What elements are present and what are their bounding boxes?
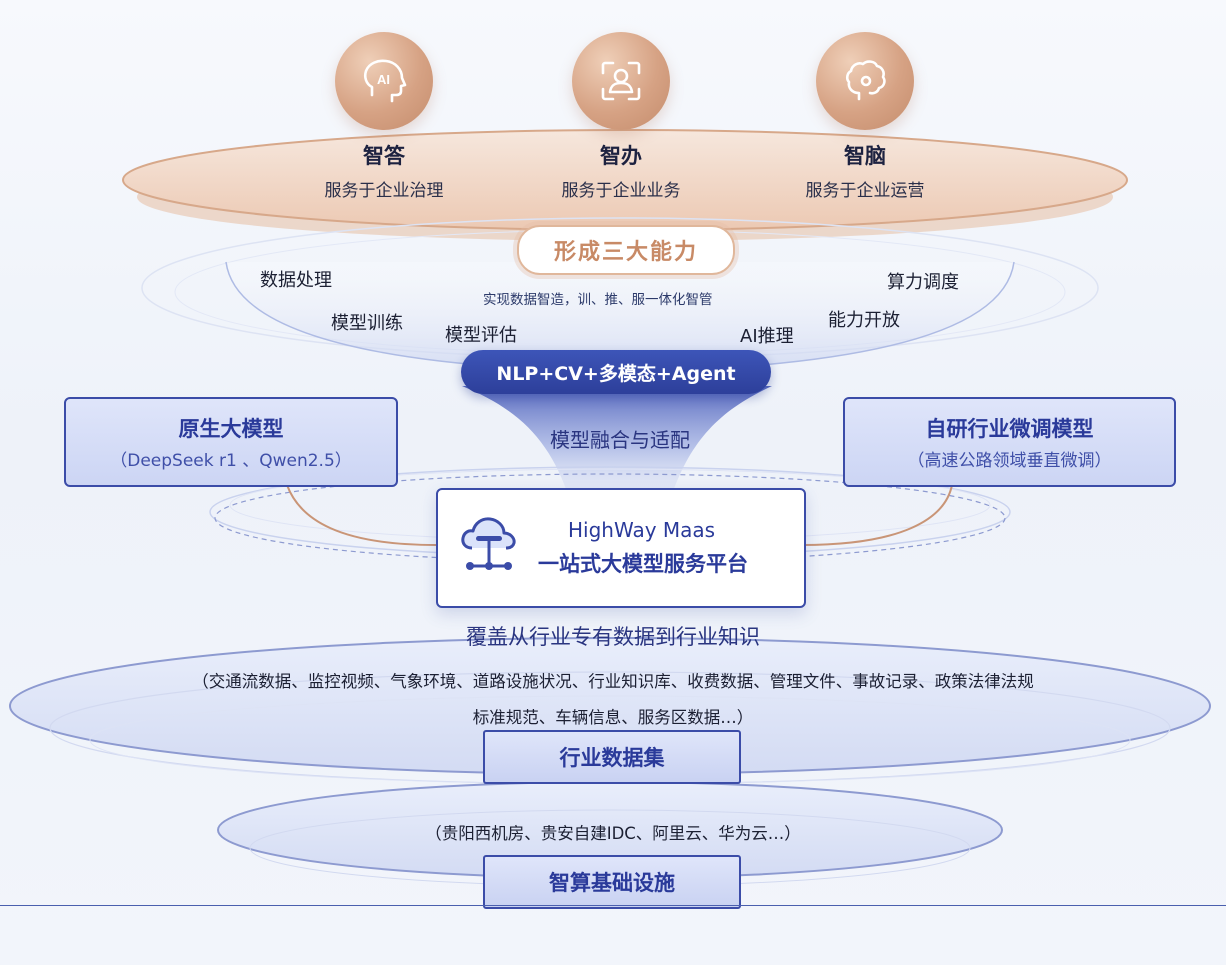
workflow-tagline: 实现数据智造，训、推、服一体化智管 (483, 292, 713, 308)
capability-subtitle-zhiban: 服务于企业业务 (561, 181, 681, 201)
platform-box: HighWay Maas 一站式大模型服务平台 (436, 488, 806, 608)
platform-ring-dashed (214, 473, 1006, 563)
capability-subtitle-zhida: 服务于企业治理 (324, 181, 444, 201)
coverage-title: 覆盖从行业专有数据到行业知识 (466, 625, 760, 649)
ai-head-icon: AI (335, 32, 433, 130)
tech-stack-badge: NLP+CV+多模态+Agent (461, 350, 771, 394)
platform-name-cn: 一站式大模型服务平台 (538, 552, 748, 576)
native-model-box: 原生大模型 （DeepSeek r1 、Qwen2.5） (64, 397, 398, 487)
workflow-model-training: 模型训练 (331, 313, 403, 334)
fusion-label: 模型融合与适配 (550, 428, 690, 452)
workflow-data-processing: 数据处理 (260, 270, 332, 291)
bottom-divider (0, 905, 1226, 906)
face-scan-icon (572, 32, 670, 130)
workflow-model-evaluation: 模型评估 (445, 325, 517, 346)
cloud-network-icon (458, 512, 520, 578)
infra-label: 智算基础设施 (483, 855, 741, 909)
workflow-ai-inference: AI推理 (740, 326, 794, 347)
data-sources-line-1: （交通流数据、监控视频、气象环境、道路设施状况、行业知识库、收费数据、管理文件、… (192, 672, 1034, 691)
capability-title-zhida: 智答 (363, 144, 405, 168)
data-sources-line-2: 标准规范、车辆信息、服务区数据…） (472, 708, 754, 727)
svg-text:AI: AI (377, 72, 390, 87)
capability-title-zhinao: 智脑 (844, 144, 886, 168)
workflow-compute-scheduling: 算力调度 (887, 272, 959, 293)
infra-sources: （贵阳西机房、贵安自建IDC、阿里云、华为云…） (425, 824, 801, 843)
workflow-capability-open: 能力开放 (828, 310, 900, 331)
platform-name-en: HighWay Maas (568, 518, 716, 542)
capability-title-zhiban: 智办 (600, 144, 642, 168)
dataset-label: 行业数据集 (483, 730, 741, 784)
workflow-bowl (226, 262, 1014, 372)
finetuned-model-box: 自研行业微调模型 （高速公路领域垂直微调） (843, 397, 1176, 487)
three-capabilities-badge: 形成三大能力 (517, 225, 735, 275)
native-model-subtitle: （DeepSeek r1 、Qwen2.5） (110, 451, 352, 471)
finetuned-model-title: 自研行业微调模型 (925, 417, 1094, 441)
brain-icon (816, 32, 914, 130)
capability-subtitle-zhinao: 服务于企业运营 (805, 181, 925, 201)
fusion-funnel (462, 386, 772, 500)
finetuned-model-subtitle: （高速公路领域垂直微调） (907, 451, 1112, 471)
native-model-title: 原生大模型 (178, 417, 284, 441)
arrow-to-native-model (286, 484, 437, 546)
arrow-to-finetuned-model (801, 484, 953, 546)
